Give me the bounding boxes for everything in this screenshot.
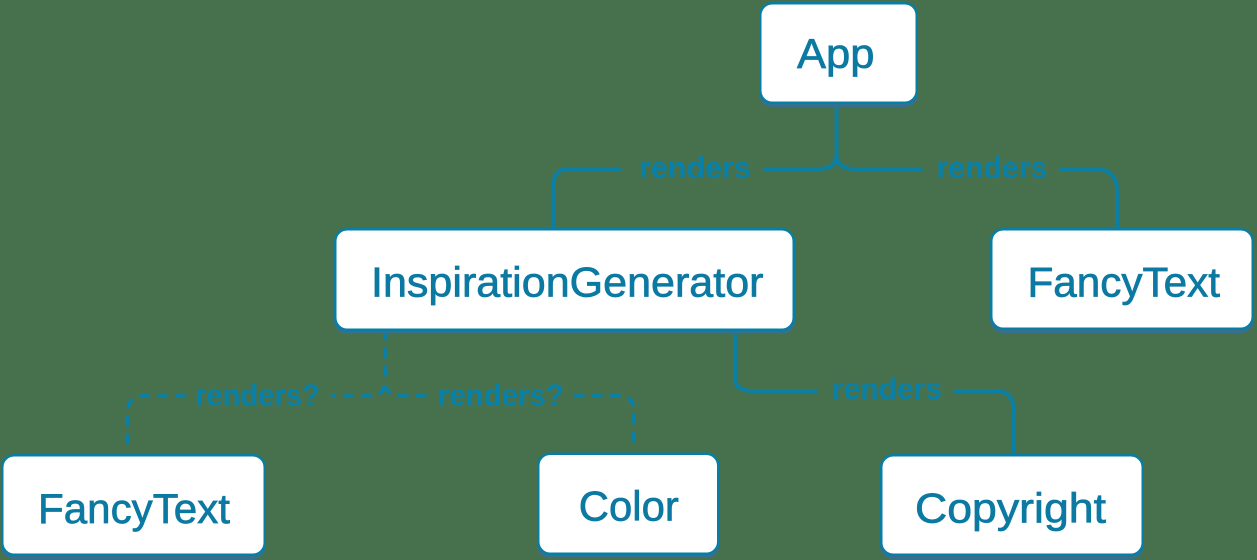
svg-text:Color: Color xyxy=(579,483,679,530)
svg-text:renders: renders xyxy=(832,371,942,406)
svg-text:renders: renders xyxy=(937,150,1048,185)
svg-text:renders?: renders? xyxy=(195,378,320,413)
svg-text:renders: renders xyxy=(639,150,751,185)
svg-text:Copyright: Copyright xyxy=(915,485,1106,532)
svg-text:FancyText: FancyText xyxy=(38,485,230,532)
svg-text:App: App xyxy=(797,30,875,77)
svg-text:FancyText: FancyText xyxy=(1028,259,1221,306)
svg-text:InspirationGenerator: InspirationGenerator xyxy=(371,259,764,306)
svg-text:renders?: renders? xyxy=(438,378,564,413)
